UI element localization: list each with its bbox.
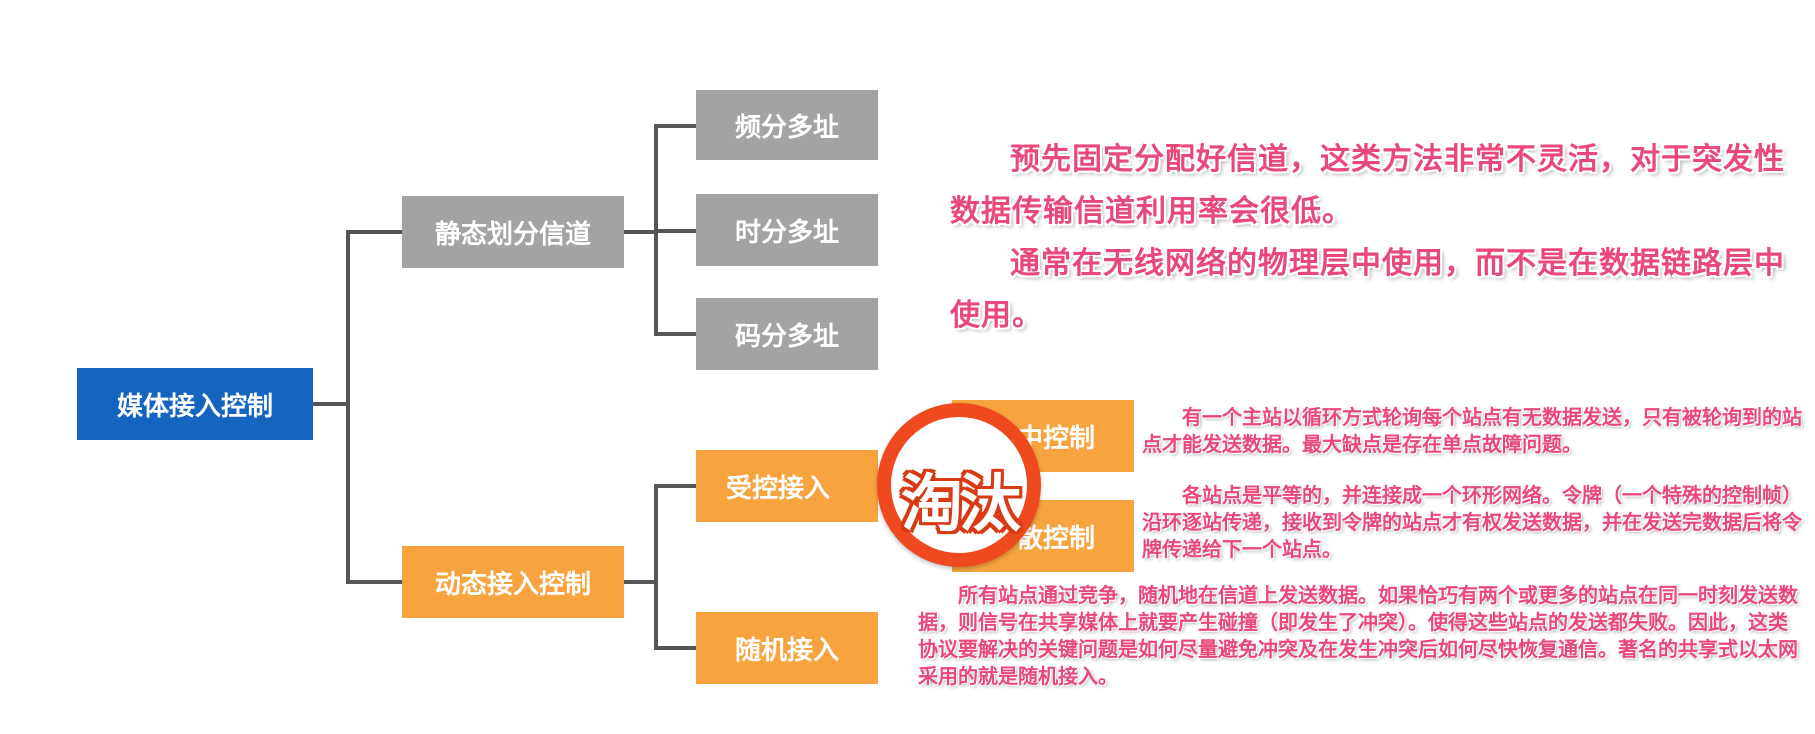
root-node: 媒体接入控制 [77,368,313,440]
connector-line [346,230,350,584]
random-note-text: 所有站点通过竞争，随机地在信道上发送数据。如果恰巧有两个或更多的站点在同一时刻发… [918,583,1798,688]
connector-line [654,229,696,233]
cdma-node: 码分多址 [696,298,878,370]
distributed-control-note: 各站点是平等的，并连接成一个环形网络。令牌（一个特殊的控制帧）沿环逐站传递，接收… [1142,482,1804,563]
dynamic-access-node: 动态接入控制 [402,546,624,618]
connector-line [346,230,404,234]
centralized-note-text: 有一个主站以循环方式轮询每个站点有无数据发送，只有被轮询到的站点才能发送数据。最… [1142,405,1802,456]
connector-line [622,230,656,234]
static-note-paragraph-2: 通常在无线网络的物理层中使用，而不是在数据链路层中使用。 [950,246,1785,333]
fdma-node: 频分多址 [696,90,878,160]
connector-line [654,484,658,650]
stamp-inner-circle [891,417,1027,553]
connector-line [654,484,696,488]
obsolete-stamp: 淘汰 [877,403,1041,567]
random-access-note: 所有站点通过竞争，随机地在信道上发送数据。如果恰巧有两个或更多的站点在同一时刻发… [918,582,1804,690]
centralized-control-note: 有一个主站以循环方式轮询每个站点有无数据发送，只有被轮询到的站点才能发送数据。最… [1142,404,1804,458]
static-channel-note: 预先固定分配好信道，这类方法非常不灵活，对于突发性数据传输信道利用率会很低。 通… [950,134,1798,342]
controlled-access-node: 受控接入 [696,450,878,522]
connector-line [310,402,348,406]
connector-line [622,580,656,584]
distributed-note-text: 各站点是平等的，并连接成一个环形网络。令牌（一个特殊的控制帧）沿环逐站传递，接收… [1142,483,1802,561]
connector-line [654,124,696,128]
tdma-node: 时分多址 [696,194,878,266]
connector-line [346,580,404,584]
static-channel-node: 静态划分信道 [402,196,624,268]
static-note-paragraph-1: 预先固定分配好信道，这类方法非常不灵活，对于突发性数据传输信道利用率会很低。 [950,142,1785,229]
connector-line [654,646,696,650]
stamp-text: 淘汰 [900,467,1021,540]
random-access-node: 随机接入 [696,612,878,684]
connector-line [654,332,696,336]
